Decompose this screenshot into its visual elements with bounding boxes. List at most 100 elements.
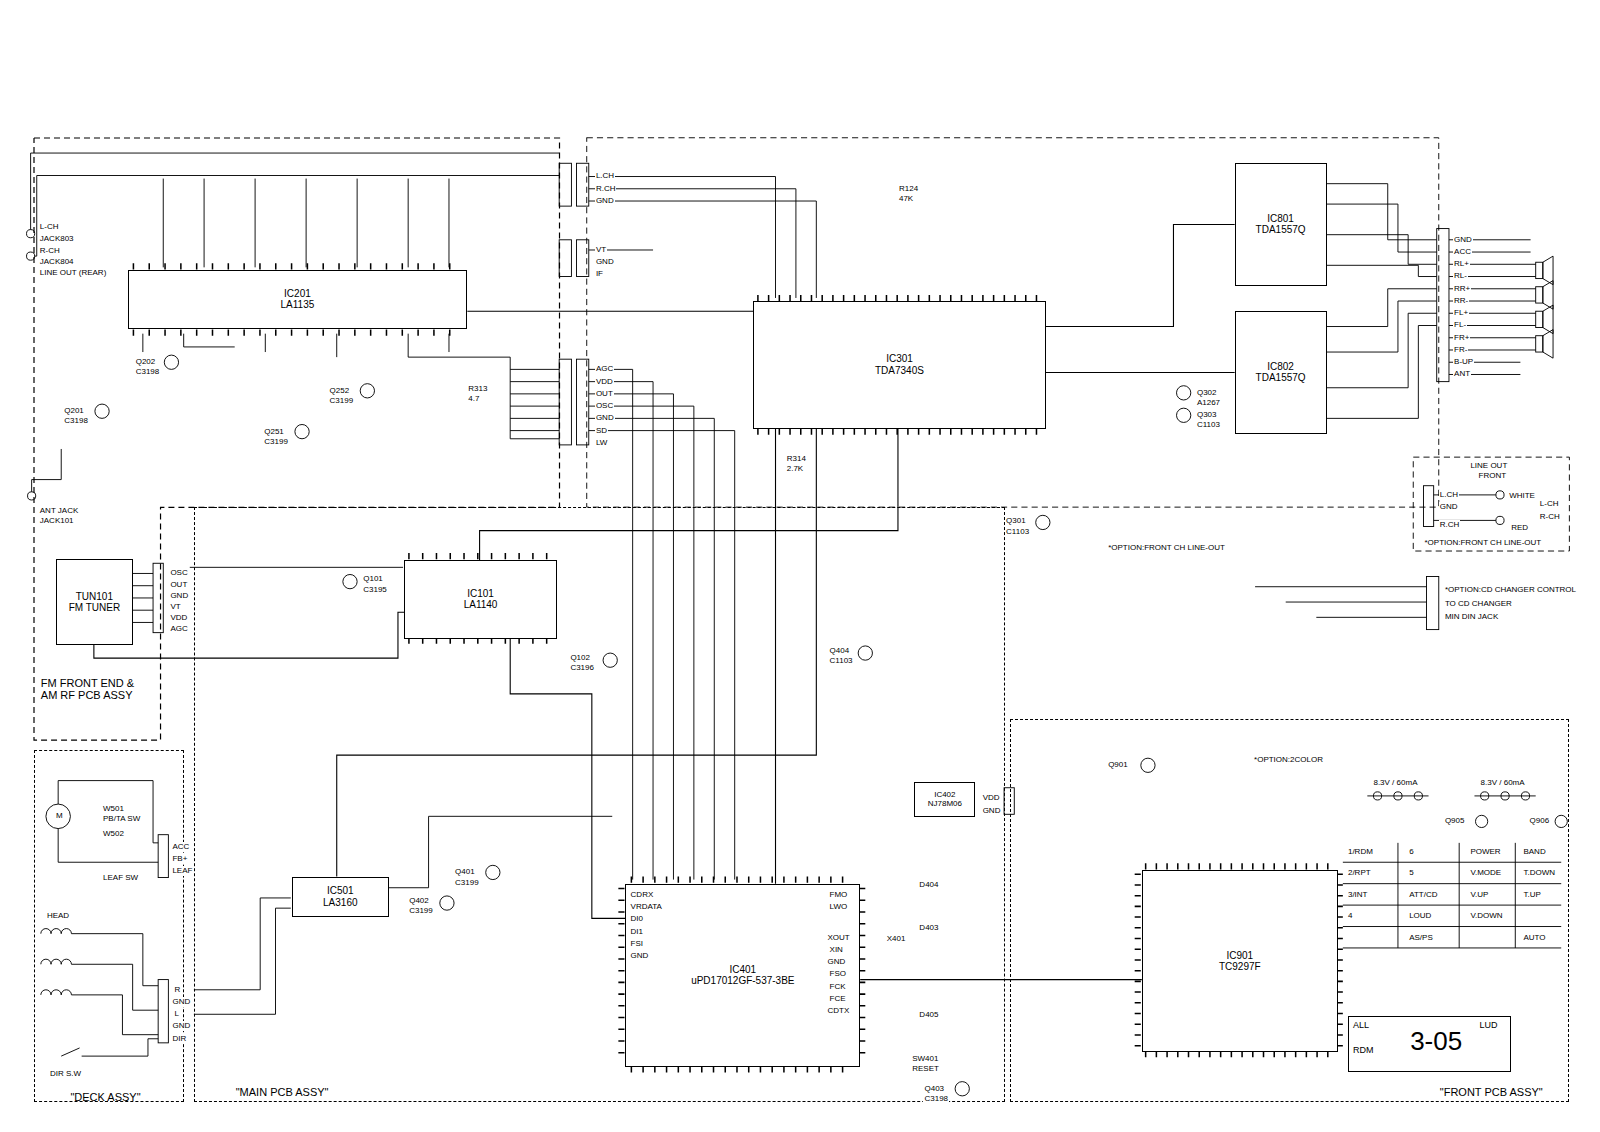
- component-label: SD: [595, 426, 608, 436]
- component-label: HEAD: [46, 911, 70, 921]
- component-label: BAND: [1522, 847, 1546, 857]
- part-name: IC802: [1267, 361, 1294, 373]
- schematic-line: [143, 334, 559, 439]
- component-label: ACC: [1453, 247, 1472, 257]
- component-label: LW: [595, 438, 608, 448]
- schematic-line: [1135, 873, 1141, 1046]
- signal-connector: [775, 429, 776, 884]
- schematic-line: [194, 816, 612, 1014]
- signal-connector: [94, 612, 404, 658]
- component-label: AUTO: [1522, 933, 1546, 943]
- component-label: D405: [918, 1010, 939, 1020]
- component-label: RESET: [911, 1064, 940, 1074]
- schematic-line: [1555, 815, 1567, 827]
- component-label: GND: [171, 1021, 191, 1031]
- component-label: Q906: [1529, 816, 1551, 826]
- signal-connector: [1046, 372, 1235, 373]
- component-label: A1267: [1196, 398, 1221, 408]
- component-label: B-UP: [1453, 357, 1474, 367]
- schematic-line: [510, 369, 559, 430]
- schematic-line: [1367, 795, 1535, 796]
- part-name: LA1135: [281, 299, 315, 311]
- part-name: ALL: [1353, 1020, 1369, 1030]
- component-label: GND: [171, 997, 191, 1007]
- schematic-line: [559, 359, 571, 445]
- component-label: D404: [918, 880, 939, 890]
- component-label: L.CH: [1439, 490, 1459, 500]
- component-label: 8.3V / 60mA: [1372, 778, 1418, 788]
- component-label: Q202: [135, 357, 157, 367]
- assembly-name: FM FRONT END & AM RF PCB ASSY: [41, 677, 143, 702]
- component-label: GND: [595, 413, 615, 423]
- schematic-line: [343, 574, 357, 588]
- schematic-line: [1521, 792, 1529, 800]
- component-label: M: [55, 811, 64, 821]
- ic-chip: IC201LA1135: [128, 270, 468, 328]
- component-label: JACK803: [39, 234, 75, 244]
- part-name: IC201: [284, 288, 311, 300]
- pcb-assembly-outline: "MAIN PCB ASSY"IC101LA1140IC401uPD17012G…: [194, 507, 1005, 1102]
- component-label: R.CH: [595, 184, 617, 194]
- assembly-outline: [34, 138, 560, 740]
- component-label: Q301: [1005, 516, 1027, 526]
- component-label: 6: [1408, 847, 1414, 857]
- schematic-line: [1449, 264, 1536, 350]
- component-label: FCK: [829, 982, 847, 992]
- component-label: 1/RDM: [1347, 847, 1374, 857]
- signal-connector: [480, 429, 898, 561]
- schematic-line: [1177, 386, 1191, 400]
- component-label: Q201: [63, 406, 85, 416]
- component-label: R124: [898, 184, 919, 194]
- component-label: C3199: [329, 396, 355, 406]
- schematic-line: [486, 865, 500, 879]
- component-label: C1103: [1005, 527, 1030, 537]
- component-label: GND: [827, 957, 847, 967]
- component-label: RR+: [1453, 284, 1471, 294]
- component-label: FSI: [630, 939, 644, 949]
- component-label: C3198: [923, 1094, 949, 1104]
- lcd-display: ALLRDM3-05LUD: [1348, 1016, 1511, 1072]
- component-label: FR+: [1453, 333, 1470, 343]
- component-label: CDTX: [827, 1006, 851, 1016]
- schematic-line: [1036, 515, 1050, 529]
- part-name: IC301: [886, 353, 913, 365]
- component-label: GND: [630, 951, 650, 961]
- schematic-line: [955, 1082, 969, 1096]
- component-label: FB+: [171, 854, 188, 864]
- component-label: VDD: [595, 377, 614, 387]
- component-label: AS/PS: [1408, 933, 1434, 943]
- component-label: R.CH: [1439, 520, 1461, 530]
- component-label: OSC: [169, 568, 188, 578]
- part-name: IC501: [327, 885, 354, 897]
- assembly-name: "FRONT PCB ASSY": [1440, 1086, 1543, 1099]
- schematic-line: [28, 492, 36, 500]
- schematic-line: [757, 429, 1043, 435]
- component-label: V.DOWN: [1469, 911, 1503, 921]
- pcb-assembly-outline: FM FRONT END & AM RF PCB ASSY IC201LA1135…: [34, 138, 560, 740]
- component-label: R313: [467, 384, 488, 394]
- schematic-line: [158, 980, 168, 1043]
- schematic-line: [440, 896, 454, 910]
- component-label: RR-: [1453, 296, 1469, 306]
- schematic-line: [1501, 792, 1509, 800]
- ic-chip: IC301TDA7340S: [753, 301, 1046, 429]
- component-label: DIR S.W: [49, 1069, 82, 1079]
- schematic-line: [1536, 287, 1543, 303]
- schematic-line: [1327, 289, 1437, 419]
- component-label: FSO: [829, 969, 847, 979]
- amplifier-ic: IC802TDA1557Q: [1235, 311, 1327, 433]
- component-label: FR-: [1453, 345, 1468, 355]
- component-label: POWER: [1469, 847, 1501, 857]
- component-label: DI1: [630, 927, 644, 937]
- component-label: JACK101: [39, 516, 75, 526]
- component-label: Q303: [1196, 410, 1218, 420]
- schematic-line: [1475, 815, 1487, 827]
- component-label: FL+: [1453, 308, 1469, 318]
- schematic-line: [559, 240, 571, 277]
- component-label: GND: [1453, 235, 1473, 245]
- component-label: DIR: [171, 1034, 187, 1044]
- component-label: 2.7K: [786, 464, 804, 474]
- component-label: X401: [886, 934, 907, 944]
- wiring: [27, 138, 1570, 1096]
- component-label: Q402: [408, 896, 430, 906]
